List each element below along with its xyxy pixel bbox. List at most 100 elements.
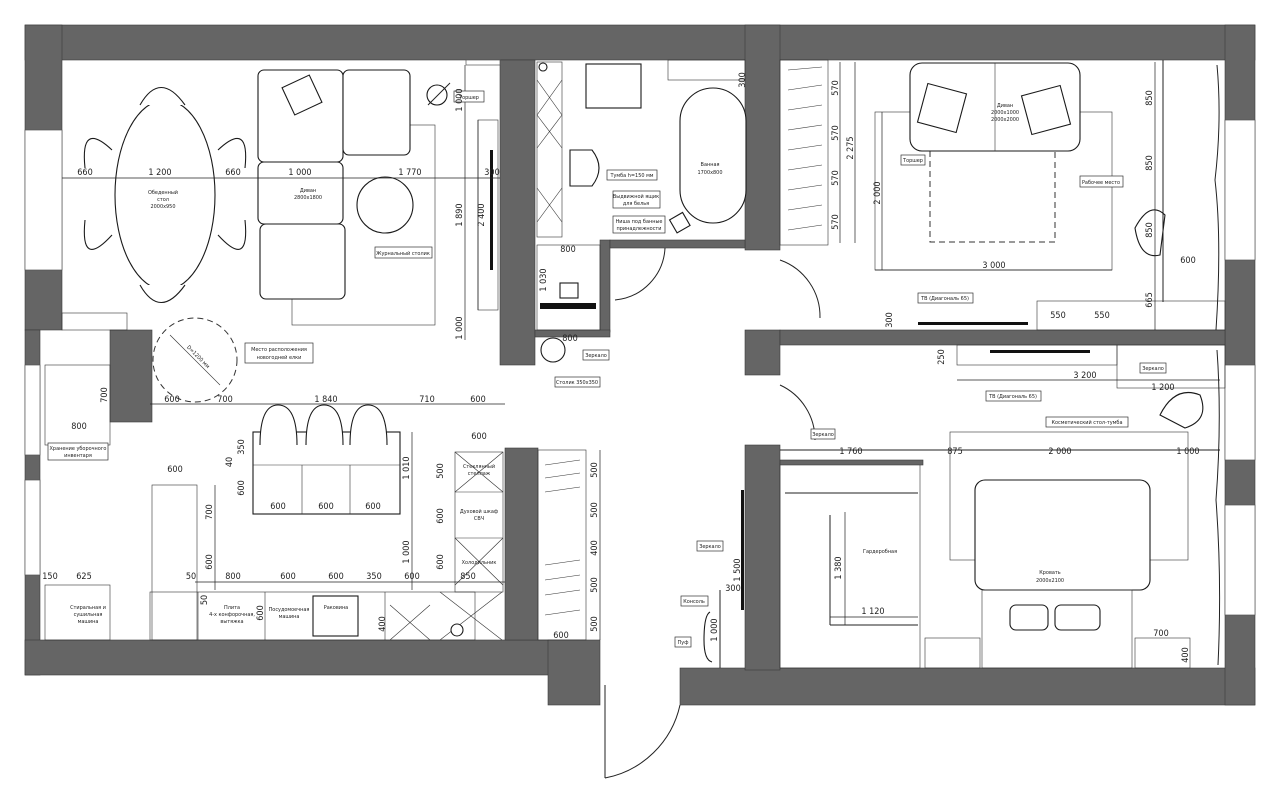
labels: Торшер Обеденный стол 2000x950 Диван 280… bbox=[47, 90, 1167, 648]
window-kitchen-left-2 bbox=[24, 479, 41, 576]
label-box bbox=[582, 349, 610, 361]
entry-door-swing bbox=[604, 704, 681, 779]
x-mark bbox=[454, 451, 504, 493]
kitchen-island[interactable] bbox=[252, 431, 401, 515]
chair bbox=[139, 87, 186, 106]
bathtub-size: 1700x800 bbox=[698, 170, 723, 176]
glass-shelf-label: стеллаж bbox=[468, 471, 491, 477]
top-wall bbox=[24, 24, 1256, 61]
dim-text: 2 000 bbox=[1048, 447, 1071, 457]
label-box bbox=[1139, 362, 1167, 374]
dim-text: 40 bbox=[225, 457, 235, 467]
bedroom-2 bbox=[779, 344, 1226, 669]
diameter-line bbox=[169, 334, 221, 386]
kitchen bbox=[44, 364, 505, 641]
dishwasher-label: Посудомоечная bbox=[269, 607, 310, 613]
nightstand bbox=[924, 637, 981, 669]
vanity-label: Косметический стол-тумба bbox=[1051, 419, 1122, 426]
window-living-top bbox=[465, 59, 501, 66]
workplace-label: Рабочее место bbox=[1082, 179, 1120, 186]
dim-text: 1 000 bbox=[710, 618, 720, 641]
floor-lamp-stem bbox=[427, 82, 451, 106]
label-box bbox=[606, 169, 658, 181]
plant-icon bbox=[1215, 349, 1221, 666]
dim-text: 500 bbox=[590, 502, 600, 517]
dim-text: 660 bbox=[77, 168, 92, 178]
label-box bbox=[554, 376, 601, 388]
sofa-section bbox=[342, 69, 411, 156]
console-label: Консоль bbox=[683, 599, 705, 605]
dim-text: 800 bbox=[560, 245, 575, 255]
hall-mirror-label: Зеркало bbox=[699, 544, 721, 550]
dim-text: 800 bbox=[225, 572, 240, 582]
kitchen-sink[interactable] bbox=[312, 595, 359, 637]
dim-text: 600 bbox=[318, 502, 333, 512]
bath-niche-label: принадлежности bbox=[616, 226, 661, 232]
dim-text: 350 bbox=[237, 439, 247, 454]
coffee-table-label: Журнальный столик bbox=[376, 250, 430, 257]
dim-text: 1 000 bbox=[402, 540, 412, 563]
bath-sink[interactable] bbox=[585, 63, 642, 109]
dim-text: 800 bbox=[71, 422, 86, 432]
tv-bedroom1 bbox=[918, 322, 1028, 325]
bath-storage bbox=[536, 61, 563, 238]
tree-diameter: D=1200 мм bbox=[185, 345, 210, 370]
wardrobe-room bbox=[779, 462, 921, 669]
label-box bbox=[810, 428, 836, 440]
window-kitchen-left bbox=[24, 364, 41, 456]
dim-text: 1 200 bbox=[148, 168, 171, 178]
dim-text: 400 bbox=[378, 616, 388, 631]
washer-label: Стиральная и bbox=[70, 605, 106, 611]
tv-bedroom2 bbox=[990, 350, 1090, 353]
dim-text: 600 bbox=[1180, 256, 1195, 266]
sofa-section bbox=[259, 223, 346, 300]
dim-text: 1 000 bbox=[288, 168, 311, 178]
bedroom1-dresser bbox=[1036, 300, 1226, 331]
hallway bbox=[537, 449, 744, 779]
living-sofa[interactable] bbox=[257, 69, 411, 300]
dim-text: 850 bbox=[1145, 222, 1155, 237]
dim-text: 600 bbox=[205, 554, 215, 569]
dim-text: 700 bbox=[217, 395, 232, 405]
dim-text: 500 bbox=[590, 577, 600, 592]
dim-text: 1 380 bbox=[834, 556, 844, 579]
dim-text: 1 770 bbox=[398, 168, 421, 178]
dim-text: 1 120 bbox=[861, 607, 884, 617]
chair bbox=[83, 138, 113, 169]
dim-text: 600 bbox=[164, 395, 179, 405]
pillow bbox=[1009, 604, 1049, 631]
dining-table-label: Обеденный bbox=[148, 189, 178, 196]
bath-door-swing bbox=[614, 247, 666, 301]
vanity bbox=[1116, 344, 1226, 389]
sofa-size: 2800x1800 bbox=[294, 195, 322, 201]
nightstand bbox=[1134, 637, 1191, 669]
dim-text: 600 bbox=[167, 465, 182, 475]
label-box bbox=[900, 154, 926, 166]
shower-drain bbox=[540, 303, 596, 309]
side-table-label: Столик 350x350 bbox=[556, 380, 598, 386]
bar-stool bbox=[349, 404, 388, 446]
coffee-table[interactable] bbox=[356, 176, 414, 234]
bedroom-mirror-label: Зеркало bbox=[1142, 366, 1164, 372]
window-living-left bbox=[24, 129, 63, 271]
dim-text: 300 bbox=[885, 312, 895, 327]
dim-text: 600 bbox=[404, 572, 419, 582]
floor-lamp-label: Торшер bbox=[458, 95, 479, 101]
dim-text: 600 bbox=[553, 631, 568, 641]
tv-label: ТВ (Диагональ 65) bbox=[988, 394, 1037, 400]
window-bedroom2 bbox=[1224, 364, 1256, 461]
wc-wall bbox=[599, 239, 611, 333]
bathtub[interactable] bbox=[679, 87, 747, 224]
living-cabinet bbox=[61, 312, 128, 331]
wardrobe-mirror-label: Зеркало bbox=[812, 432, 834, 438]
bath-cabinet-label: Тумба h=150 мм bbox=[609, 172, 653, 179]
dim-text: 2 000 bbox=[873, 181, 883, 204]
hall-wall-2 bbox=[744, 444, 781, 671]
dim-text: 500 bbox=[590, 462, 600, 477]
tv bbox=[490, 150, 493, 270]
shower-area bbox=[536, 244, 601, 331]
dim-text: 875 bbox=[947, 447, 962, 457]
oven-label: Духовой шкаф bbox=[460, 508, 498, 515]
bed-blanket[interactable] bbox=[974, 479, 1151, 591]
living-room bbox=[61, 65, 500, 403]
